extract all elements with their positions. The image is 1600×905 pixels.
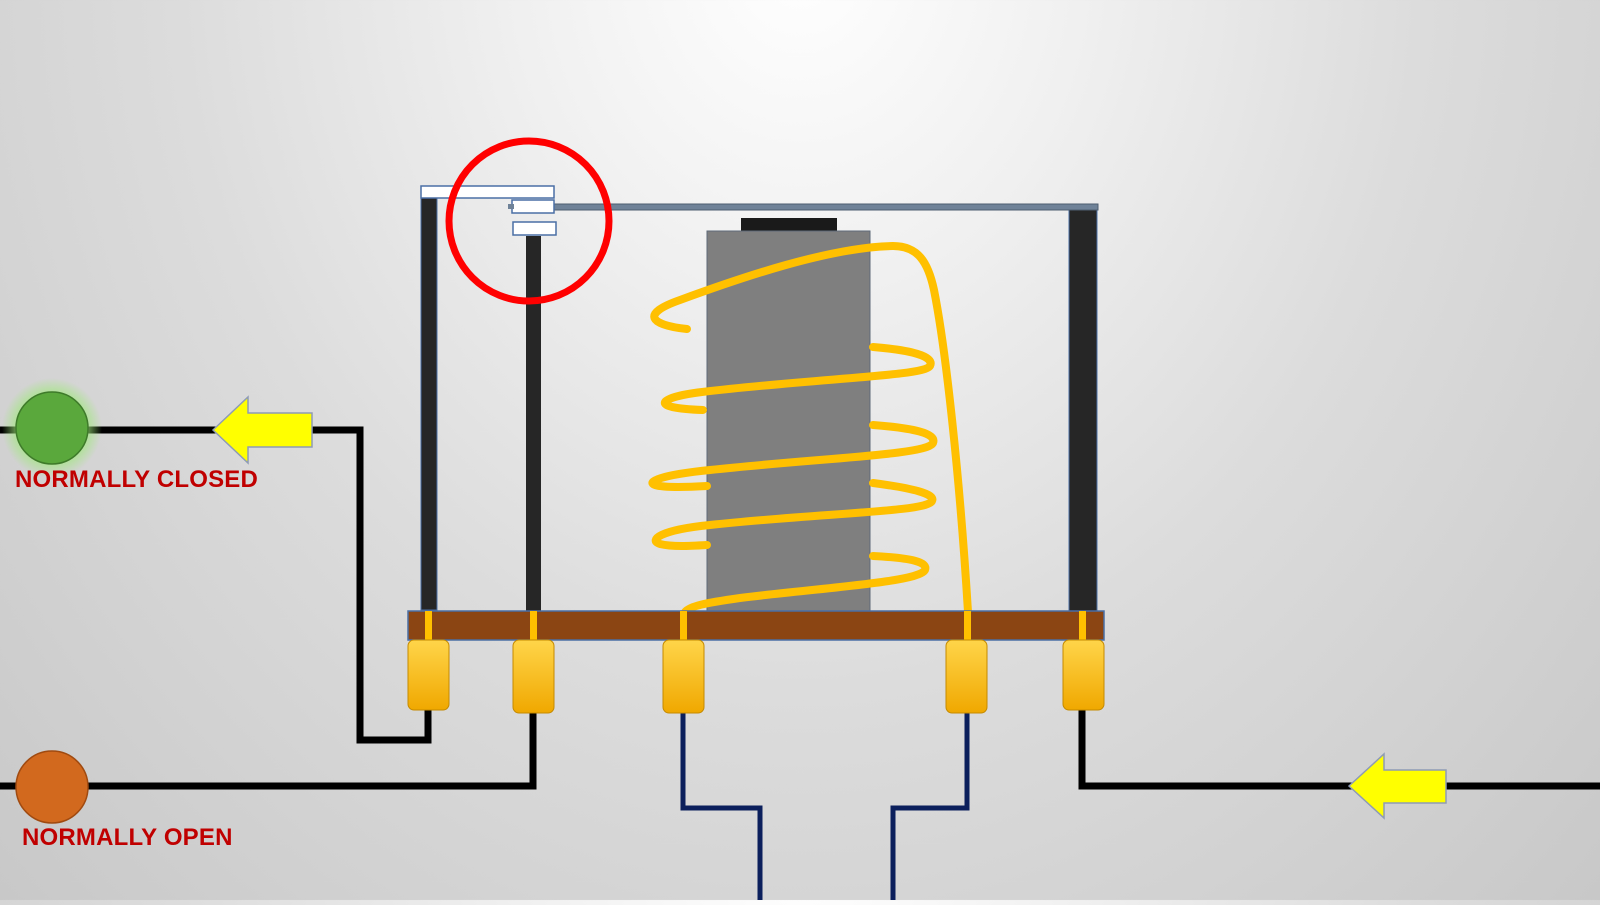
contact-highlight-circle	[445, 137, 613, 305]
normally-open-label: NORMALLY OPEN	[22, 824, 233, 851]
normally-closed-label: NORMALLY CLOSED	[15, 466, 259, 493]
coil-turn-3	[648, 421, 938, 491]
pin-stubs	[425, 611, 1086, 641]
no-wire	[0, 700, 537, 790]
common-wire	[1078, 700, 1600, 790]
coil-turn-4	[651, 479, 937, 550]
common-terminal	[1062, 639, 1105, 711]
no-post	[526, 236, 541, 612]
nc-pin-stub	[425, 611, 432, 641]
nc-post	[420, 194, 438, 611]
nc-terminal	[407, 639, 450, 711]
common-post	[1068, 209, 1098, 613]
common-pin-stub	[1079, 611, 1086, 641]
relay-base	[407, 610, 1105, 641]
coil-wires	[680, 700, 970, 900]
coil-terminal-2	[945, 639, 988, 714]
moving-contact-tab	[508, 204, 514, 209]
moving-contact	[511, 199, 555, 214]
coil2-pin-stub	[964, 611, 971, 641]
coil-turn-5	[681, 552, 930, 616]
no-contact	[512, 221, 557, 236]
no-pin-stub	[530, 611, 537, 641]
coil-wire-left	[680, 700, 763, 900]
no-terminal	[512, 639, 555, 714]
coil-terminal-1	[662, 639, 705, 714]
terminals	[407, 639, 1105, 714]
nc-indicator-lamp	[15, 391, 89, 465]
no-indicator-lamp	[15, 750, 89, 824]
coil-turn-2	[660, 343, 935, 414]
nc-bracket	[420, 185, 555, 199]
core-cap	[741, 218, 837, 231]
coil	[648, 242, 972, 654]
nc-current-arrow	[211, 395, 313, 465]
common-current-arrow	[1347, 752, 1447, 820]
coil-turn-1	[650, 242, 972, 616]
armature-bar	[547, 203, 1099, 211]
coil-wire-right	[890, 700, 970, 900]
iron-core	[706, 230, 871, 614]
coil1-pin-stub	[680, 611, 687, 641]
